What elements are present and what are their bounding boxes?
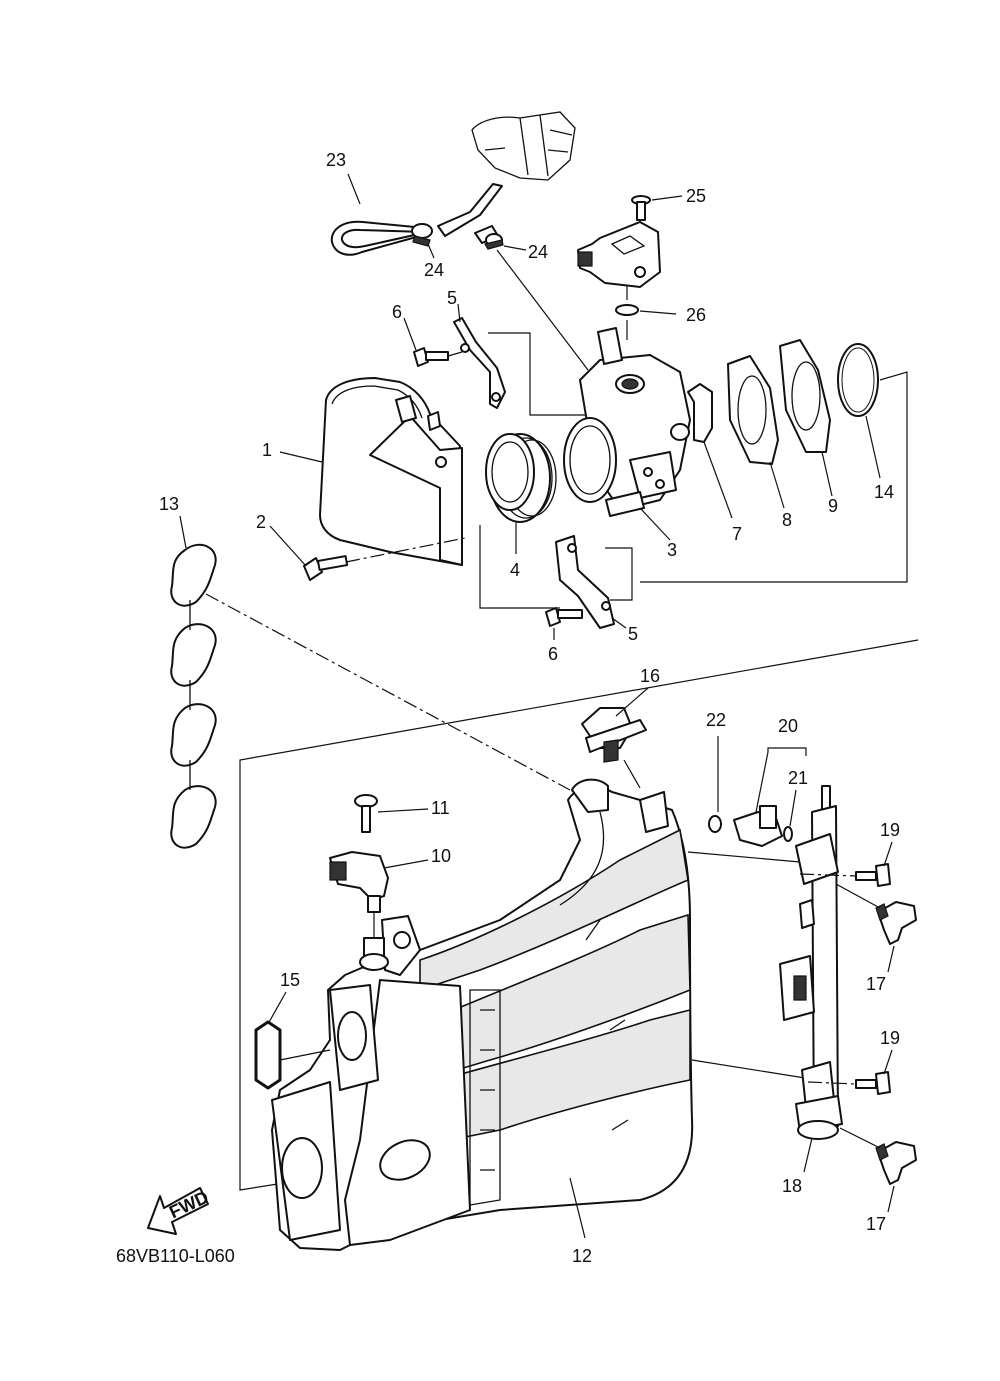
fwd-arrow: FWD [147,1187,212,1235]
callout-24a: 24 [424,260,444,280]
bolt-6-lower [545,607,583,627]
throttle-sensor [577,221,661,288]
callout-12: 12 [572,1246,592,1266]
bolt-2 [303,537,466,581]
joint-4 [485,433,557,523]
callout-7: 7 [732,524,742,544]
injector-17b [839,1127,917,1213]
upper-group-lines [479,332,908,609]
callout-6b: 6 [548,644,558,664]
clamp-24a [411,223,433,247]
sensor-20 [733,747,807,847]
sensor-10 [329,851,429,940]
callout-17b: 17 [866,1214,886,1234]
o-ring-21 [783,789,797,842]
hose-14 [837,343,881,479]
callout-17a: 17 [866,974,886,994]
fwd-label: FWD [166,1187,212,1222]
link-7 [687,383,733,519]
callout-3: 3 [667,540,677,560]
bolt-6-upper [413,347,463,367]
callout-26: 26 [686,305,706,325]
callout-5b: 5 [628,624,638,644]
gasket-9 [779,339,833,497]
callout-20: 20 [778,716,798,736]
callout-1: 1 [262,440,272,460]
callout-10: 10 [431,846,451,866]
callout-23: 23 [326,150,346,170]
callout-14: 14 [874,482,894,502]
callout-11: 11 [431,798,450,818]
bolt-19a [799,841,893,887]
screw-11 [354,794,429,833]
callout-5a: 5 [447,288,457,308]
callout-21: 21 [788,768,808,788]
intake-manifold-12 [271,778,694,1251]
callout-24b: 24 [528,242,548,262]
callout-13: 13 [159,494,179,514]
gasket-8 [727,355,785,509]
bracket-5-lower [555,535,615,629]
washer-22 [708,736,722,833]
callout-2: 2 [256,512,266,532]
callout-16: 16 [640,666,660,686]
clamp-24b [484,233,504,250]
bracket-5-upper [453,317,506,409]
callout-8: 8 [782,510,792,530]
hose-23 [330,183,503,256]
injector-17a [835,883,917,973]
sensor-stud [359,937,389,971]
callout-25: 25 [686,186,706,206]
callout-9: 9 [828,496,838,516]
callout-18: 18 [782,1176,802,1196]
callout-19a: 19 [880,820,900,840]
callout-19b: 19 [880,1028,900,1048]
callout-6a: 6 [392,302,402,322]
callout-4: 4 [510,560,520,580]
sensor-16 [581,707,647,789]
lower-group-lines [239,639,919,1191]
bolt-19b [807,1049,893,1095]
callout-15: 15 [280,970,300,990]
callout-22: 22 [706,710,726,730]
gasket-13 [170,515,217,849]
diagram-code: 68VB110-L060 [116,1246,235,1266]
engine-outline-faint [471,111,576,181]
screw-25 [631,195,651,221]
callout-labels: 23 25 24 24 26 5 6 1 13 2 4 3 7 8 9 14 5… [116,150,900,1266]
throttle-body-3 [563,327,691,541]
o-ring-26 [615,286,639,340]
silencer-cover-1 [319,377,463,566]
gasket-15 [254,991,331,1090]
fuel-rail-18 [779,785,843,1173]
